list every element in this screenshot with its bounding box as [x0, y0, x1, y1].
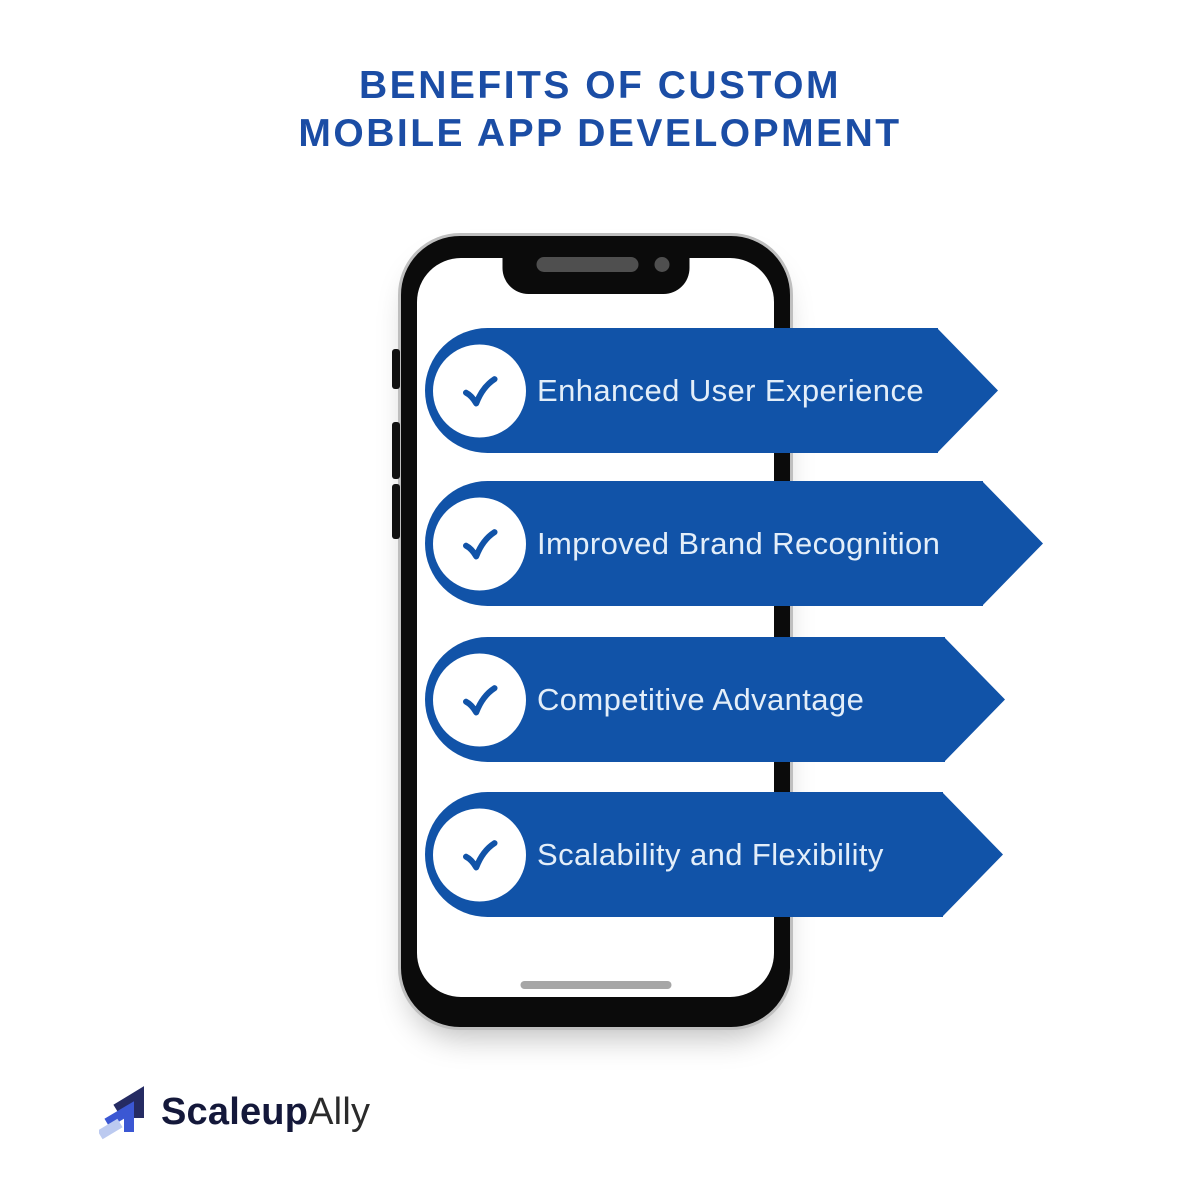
benefit-banner-1: Enhanced User Experience: [425, 328, 998, 453]
benefit-label: Scalability and Flexibility: [537, 836, 884, 872]
page-title: BENEFITS OF CUSTOM MOBILE APP DEVELOPMEN…: [0, 62, 1200, 158]
page-title-line-1: BENEFITS OF CUSTOM: [359, 64, 841, 107]
logo-text-ally: Ally: [308, 1090, 371, 1133]
checkmark-icon: [433, 653, 526, 746]
benefit-banner-3: Competitive Advantage: [425, 637, 1005, 762]
home-indicator: [520, 981, 671, 989]
page-title-line-2: MOBILE APP DEVELOPMENT: [298, 112, 902, 155]
checkmark-icon: [433, 808, 526, 901]
logo-text: ScaleupAlly: [161, 1091, 370, 1134]
benefit-banner-4: Scalability and Flexibility: [425, 792, 1003, 917]
scaleupally-logo: ScaleupAlly: [99, 1082, 370, 1142]
checkmark-icon: [433, 497, 526, 590]
banner-arrow-icon: [942, 792, 1003, 917]
benefit-banner-2: Improved Brand Recognition: [425, 481, 1043, 606]
scaleupally-chevrons-icon: [99, 1082, 151, 1142]
mute-button: [392, 349, 400, 389]
front-camera-icon: [654, 257, 669, 272]
benefit-label: Enhanced User Experience: [537, 372, 924, 408]
checkmark-icon: [433, 344, 526, 437]
speaker-grille-icon: [536, 257, 638, 272]
volume-up-button: [392, 422, 400, 479]
banner-arrow-icon: [982, 481, 1043, 606]
logo-text-scaleup: Scaleup: [161, 1090, 309, 1133]
banner-arrow-icon: [937, 328, 998, 453]
banner-arrow-icon: [944, 637, 1005, 762]
volume-down-button: [392, 484, 400, 539]
benefit-label: Improved Brand Recognition: [537, 525, 941, 561]
benefit-label: Competitive Advantage: [537, 681, 865, 717]
phone-notch: [502, 236, 689, 294]
